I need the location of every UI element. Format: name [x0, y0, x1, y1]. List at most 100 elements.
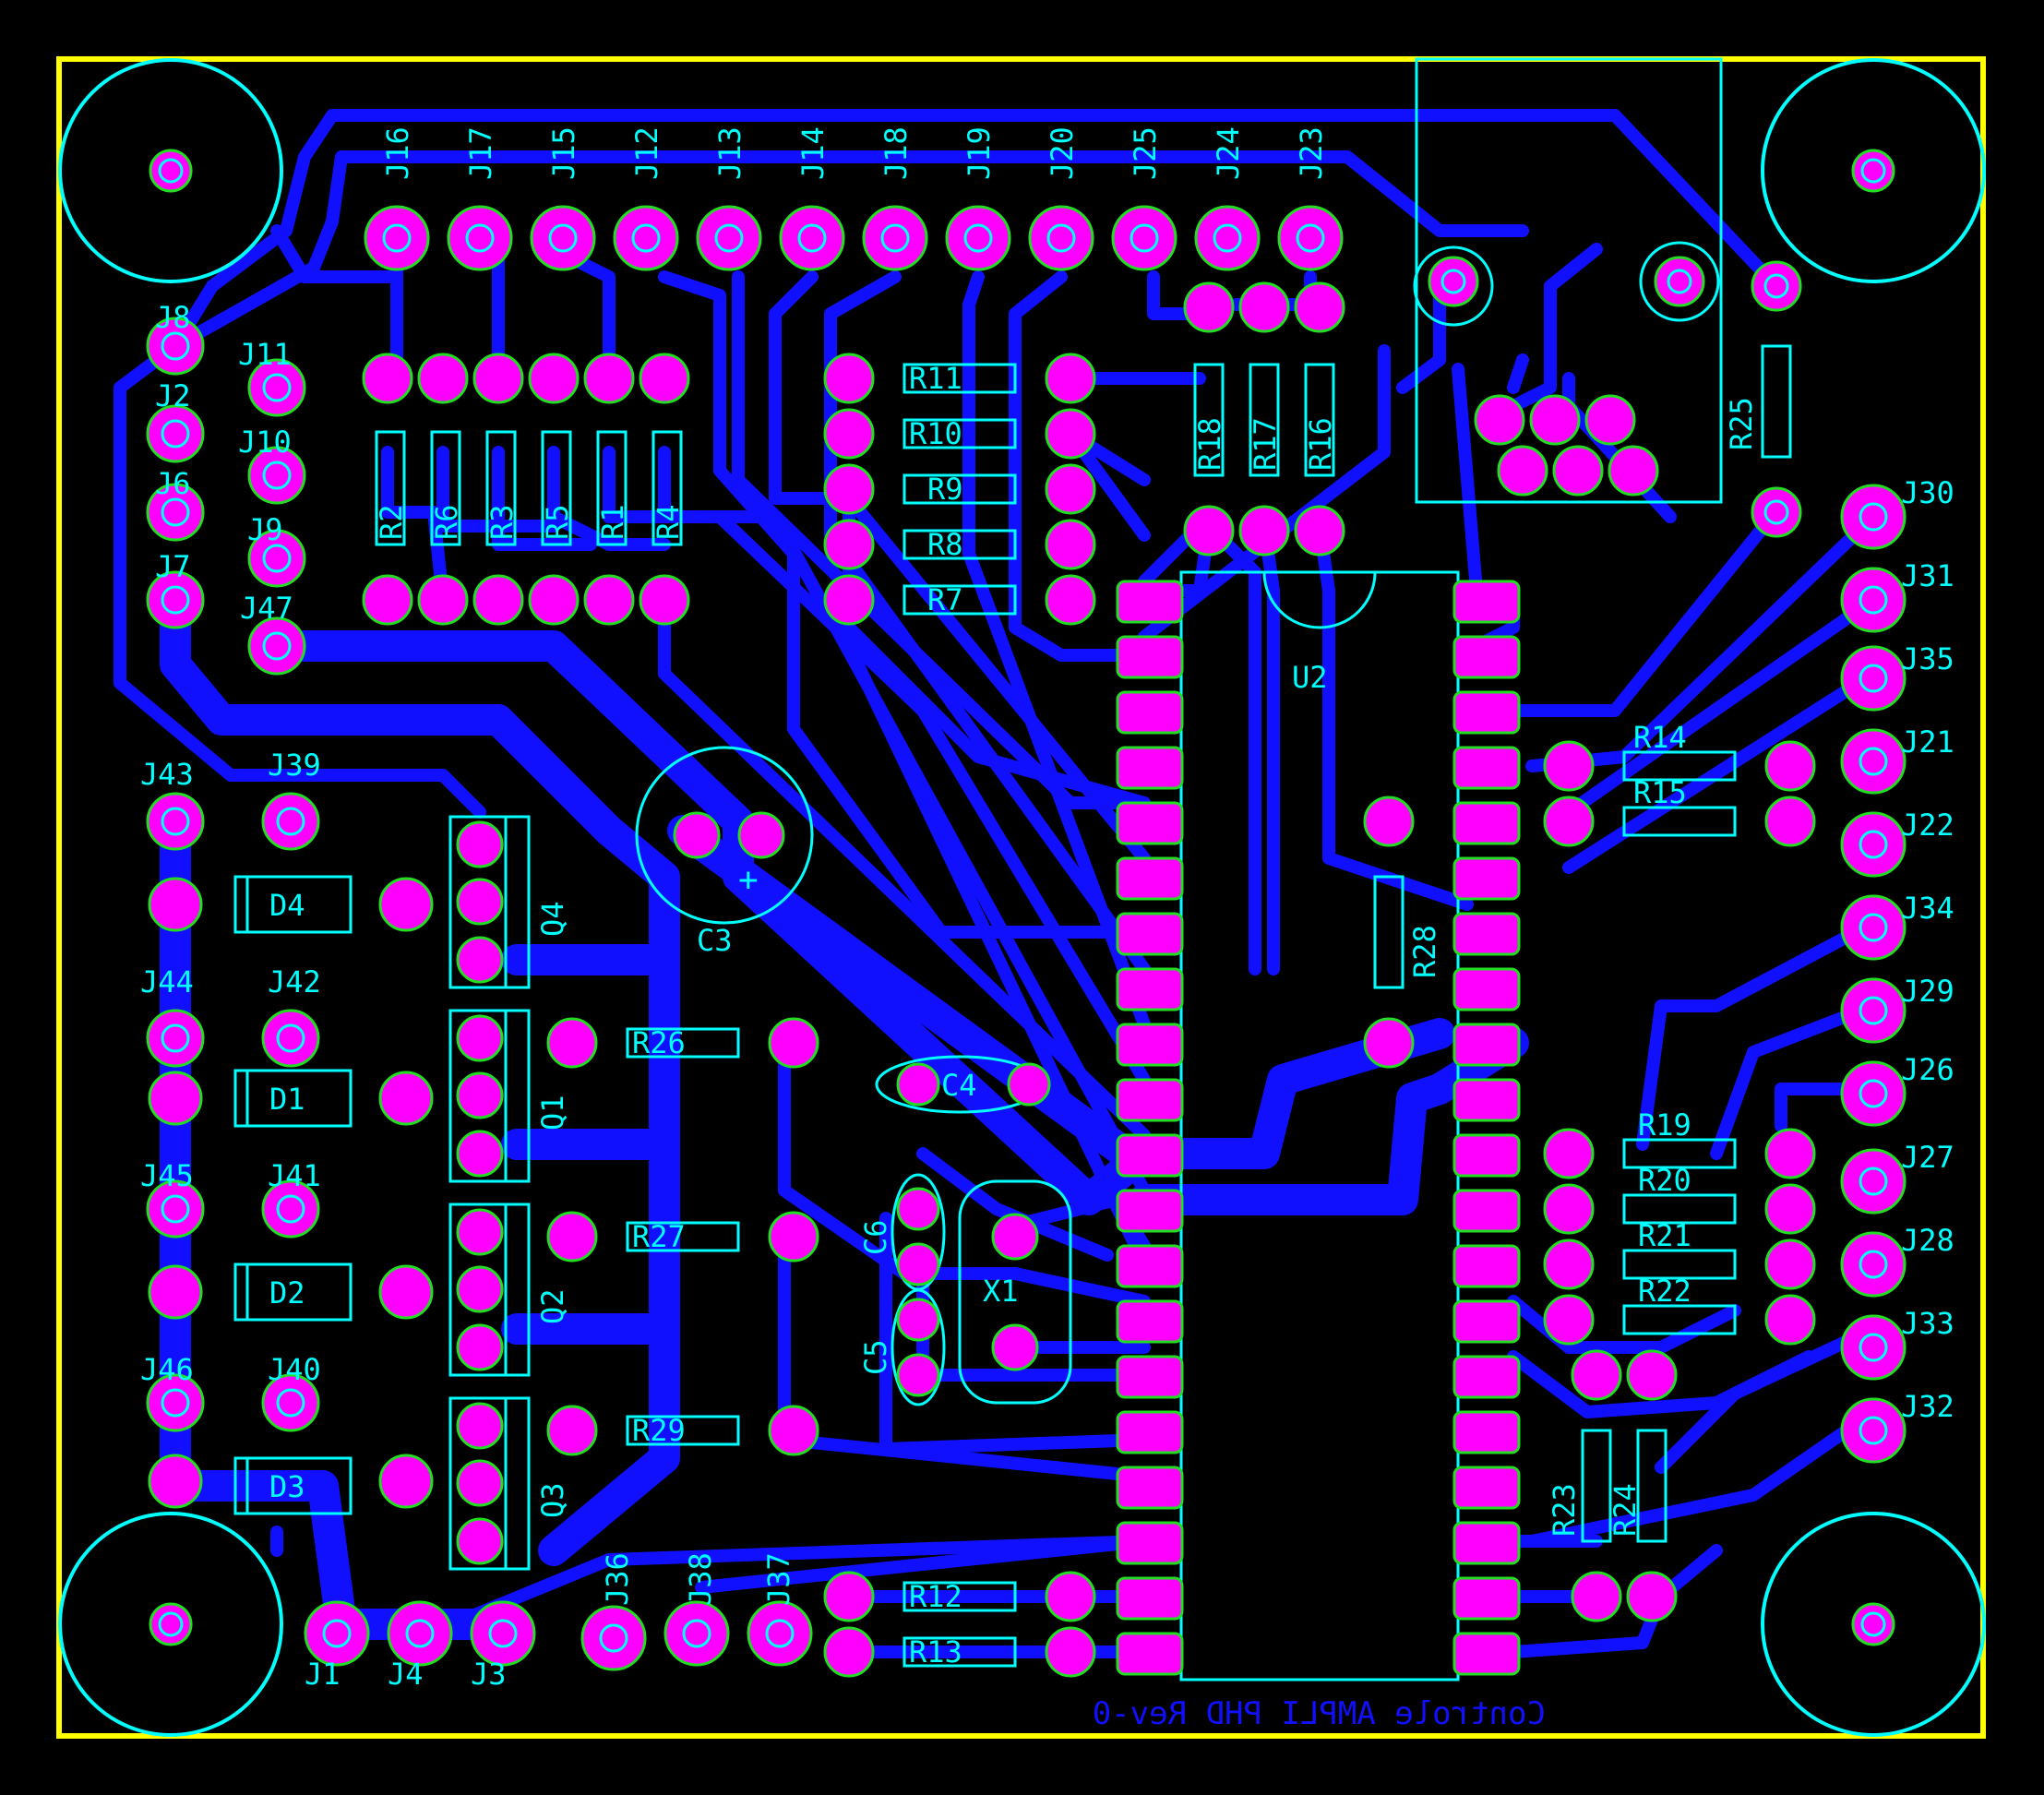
cap-pad: [896, 1353, 940, 1397]
transistor-pad: [456, 1130, 504, 1178]
chip-pin: [1452, 690, 1521, 735]
label-J31: J31: [1901, 558, 1954, 593]
resistor-pad: [823, 1626, 875, 1678]
label-J14: J14: [795, 126, 831, 180]
connector-pad: [1840, 1397, 1907, 1464]
resistor-pad: [768, 1405, 819, 1456]
resistor-pad: [362, 353, 413, 404]
resistor-pad: [823, 1571, 875, 1622]
pad-hole: [1860, 1611, 1886, 1637]
pad-hole: [1859, 1416, 1888, 1445]
chip-pin: [1116, 801, 1184, 845]
pad-hole: [382, 223, 412, 253]
resistor-pad: [1543, 796, 1595, 847]
chip-pin: [1452, 856, 1521, 901]
chip-pin: [1116, 1189, 1184, 1233]
connector-pad: [247, 616, 306, 676]
resistor-pad: [472, 574, 524, 626]
connector-pad: [1840, 567, 1907, 633]
pad: [1654, 256, 1705, 307]
resistor-pad: [823, 519, 875, 570]
resistor-pad: [823, 353, 875, 404]
connector-pad: [1840, 977, 1907, 1044]
cap-pad: [896, 1062, 940, 1107]
pad: [1751, 486, 1802, 538]
label-J20: J20: [1045, 126, 1080, 180]
chip-pin: [1452, 1355, 1521, 1399]
connector-pad: [1840, 484, 1907, 550]
chip-pin: [1116, 912, 1184, 956]
pad-hole: [765, 1619, 795, 1648]
pad-hole: [1859, 1333, 1888, 1362]
chip-pin: [1116, 580, 1184, 624]
pad: [1497, 445, 1548, 497]
connector-pad: [146, 792, 205, 851]
label-R16: R16: [1303, 417, 1338, 471]
label-J11: J11: [238, 337, 292, 372]
label-J25: J25: [1128, 126, 1163, 180]
resistor-pad: [1764, 1239, 1816, 1290]
label-R7: R7: [927, 582, 963, 617]
pad: [1529, 394, 1581, 446]
pad-hole: [276, 1194, 305, 1224]
pad-hole: [599, 1623, 628, 1653]
pad-hole: [158, 1611, 184, 1637]
transistor-pad: [456, 1208, 504, 1256]
resistor-pad: [639, 574, 690, 626]
label-R10: R10: [909, 416, 962, 451]
transistor-pad: [456, 1517, 504, 1565]
connector-pad: [470, 1600, 536, 1667]
label-R29: R29: [632, 1413, 686, 1448]
chip-pin: [1116, 635, 1184, 679]
chip-pin: [1116, 1023, 1184, 1067]
connector-pad: [530, 205, 596, 271]
connector-pad: [146, 1009, 205, 1068]
diode-pad: [148, 877, 203, 932]
chip-pads: [1116, 580, 1521, 1676]
resistor-pad: [1571, 1571, 1622, 1622]
transistor-pad: [456, 1402, 504, 1450]
diode-pad: [148, 1264, 203, 1320]
label-R15: R15: [1633, 775, 1687, 810]
label-R24: R24: [1608, 1483, 1643, 1537]
label-R22: R22: [1638, 1274, 1691, 1309]
resistor-pad: [1183, 505, 1235, 556]
label-X1: X1: [983, 1274, 1019, 1309]
connector-pad: [261, 1009, 320, 1068]
label-J7: J7: [155, 549, 191, 584]
pad: [1608, 445, 1659, 497]
pad-hole: [1130, 223, 1159, 253]
label-R27: R27: [632, 1219, 686, 1254]
label-J34: J34: [1901, 891, 1954, 926]
label-C3: C3: [697, 923, 733, 958]
resistor-pad: [639, 353, 690, 404]
connector-pad: [304, 1600, 370, 1667]
label-R9: R9: [927, 472, 963, 507]
label-Q1: Q1: [535, 1095, 570, 1131]
label-J17: J17: [463, 126, 498, 180]
resistor-pad: [823, 408, 875, 460]
label-J22: J22: [1901, 808, 1954, 843]
label-J6: J6: [155, 466, 191, 501]
chip-pin: [1452, 1632, 1521, 1676]
chip-pin: [1116, 690, 1184, 735]
resistor-pad: [1183, 281, 1235, 333]
pad: [1584, 394, 1636, 446]
resistor-pad: [823, 463, 875, 515]
label-J41: J41: [268, 1158, 321, 1193]
resistor-pad: [1045, 1571, 1096, 1622]
chip-pin: [1116, 746, 1184, 790]
diode-pad: [378, 877, 434, 932]
resistor-pad: [1045, 574, 1096, 626]
board-outline: [56, 56, 1986, 1739]
label-J3: J3: [471, 1657, 507, 1692]
pad: [1552, 445, 1604, 497]
pad-hole: [465, 223, 495, 253]
resistor-pad: [1764, 1128, 1816, 1179]
chip-pin: [1452, 1299, 1521, 1344]
label-J10: J10: [238, 425, 292, 460]
label-J44: J44: [140, 964, 194, 999]
connector-pad: [146, 483, 205, 542]
resistor-pad: [1238, 505, 1290, 556]
